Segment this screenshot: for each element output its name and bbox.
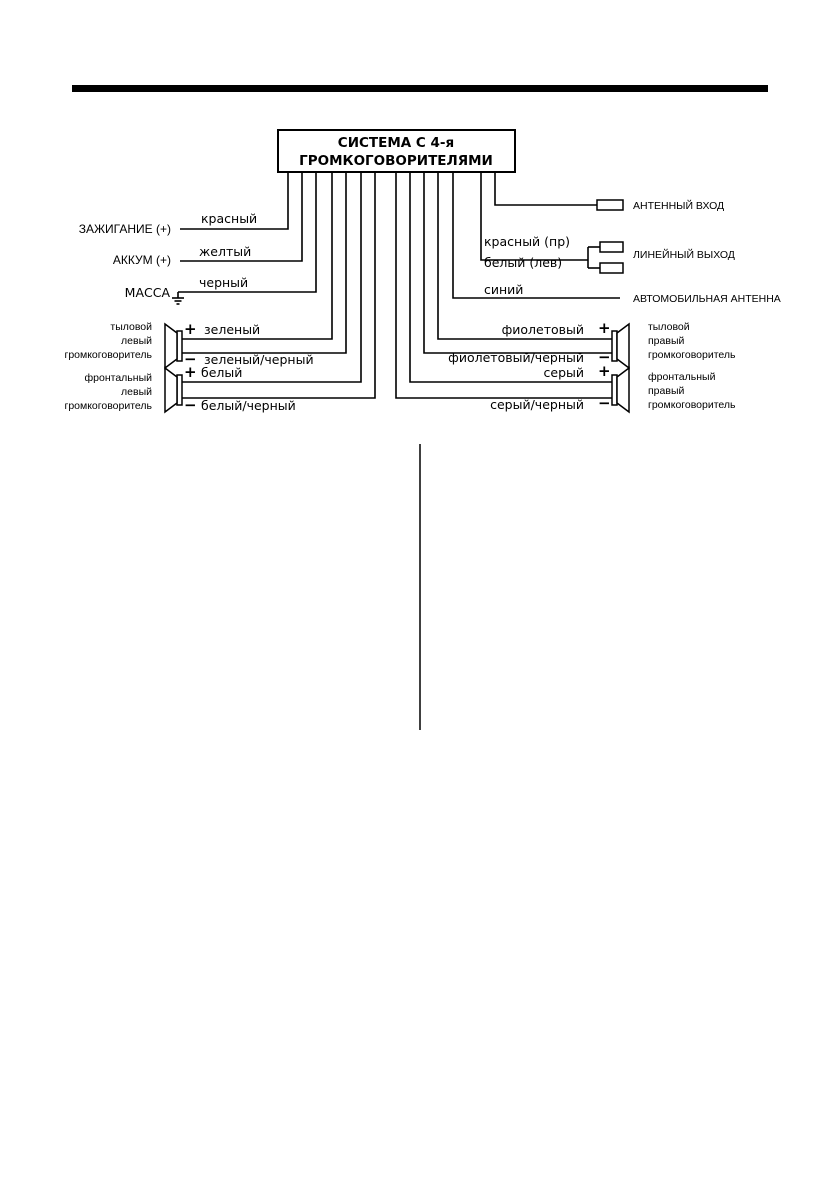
svg-text:тыловой: тыловой bbox=[648, 321, 690, 333]
rear-left-speaker-icon bbox=[164, 322, 183, 370]
front-right-minus-wire: серый/черный bbox=[490, 397, 584, 412]
antenna-input-label: АНТЕННЫЙ ВХОД bbox=[633, 199, 724, 212]
top-rule bbox=[72, 85, 768, 92]
rear-right-plus-wire: фиолетовый bbox=[502, 322, 584, 337]
head-unit-title-2: ГРОМКОГОВОРИТЕЛЯМИ bbox=[299, 153, 493, 169]
rear-right-speaker-label: тыловой правый громкоговоритель bbox=[648, 321, 736, 361]
front-left-speaker-icon bbox=[164, 366, 183, 414]
svg-text:громкоговоритель: громкоговоритель bbox=[648, 399, 736, 411]
line-out-right-wire: красный (пр) bbox=[484, 234, 570, 249]
svg-text:правый: правый bbox=[648, 385, 684, 397]
svg-text:фронтальный: фронтальный bbox=[85, 372, 153, 384]
rear-left-minus-sign: − bbox=[184, 350, 197, 368]
rear-right-minus-sign: − bbox=[598, 348, 611, 366]
svg-text:громкоговоритель: громкоговоритель bbox=[64, 400, 152, 412]
right-wires bbox=[395, 172, 620, 399]
line-out-left-wire: белый (лев) bbox=[484, 255, 562, 270]
front-left-plus-sign: + bbox=[184, 363, 197, 381]
front-right-speaker-label: фронтальный правый громкоговоритель bbox=[648, 371, 736, 411]
rear-left-plus-sign: + bbox=[184, 320, 197, 338]
auto-antenna-wire: синий bbox=[484, 282, 523, 297]
svg-text:левый: левый bbox=[121, 335, 152, 347]
rear-right-minus-wire: фиолетовый/черный bbox=[448, 350, 584, 365]
rear-left-speaker-label: тыловой левый громкоговоритель bbox=[64, 321, 152, 361]
battery-label: АККУМ (+) bbox=[113, 253, 171, 267]
ground-label: МАССА bbox=[125, 285, 171, 300]
antenna-input-connector bbox=[596, 199, 624, 211]
front-left-plus-wire: белый bbox=[201, 365, 242, 380]
line-out-label: ЛИНЕЙНЫЙ ВЫХОД bbox=[633, 248, 735, 261]
front-right-minus-sign: − bbox=[598, 394, 611, 412]
front-left-speaker-label: фронтальный левый громкоговоритель bbox=[64, 372, 152, 412]
svg-text:громкоговоритель: громкоговоритель bbox=[648, 349, 736, 361]
svg-text:громкоговоритель: громкоговоритель bbox=[64, 349, 152, 361]
rear-right-speaker-icon bbox=[611, 322, 630, 370]
ignition-wire-color: красный bbox=[201, 211, 257, 226]
line-out-connectors bbox=[587, 241, 624, 274]
battery-wire-color: желтый bbox=[199, 244, 251, 259]
auto-antenna-label: АВТОМОБИЛЬНАЯ АНТЕННА bbox=[633, 293, 781, 305]
rear-left-plus-wire: зеленый bbox=[204, 322, 260, 337]
left-wires bbox=[178, 172, 376, 399]
rear-right-plus-sign: + bbox=[598, 319, 611, 337]
front-left-minus-wire: белый/черный bbox=[201, 398, 296, 413]
front-right-speaker-icon bbox=[611, 366, 630, 414]
ground-wire-color: черный bbox=[199, 275, 248, 290]
ground-symbol bbox=[172, 292, 184, 305]
svg-text:левый: левый bbox=[121, 386, 152, 398]
svg-text:фронтальный: фронтальный bbox=[648, 371, 716, 383]
svg-text:правый: правый bbox=[648, 335, 684, 347]
front-left-minus-sign: − bbox=[184, 396, 197, 414]
front-right-plus-wire: серый bbox=[544, 365, 585, 380]
head-unit-box: СИСТЕМА С 4-я ГРОМКОГОВОРИТЕЛЯМИ bbox=[277, 129, 516, 173]
svg-text:тыловой: тыловой bbox=[110, 321, 152, 333]
rear-left-minus-wire: зеленый/черный bbox=[204, 352, 314, 367]
head-unit-title-1: СИСТЕМА С 4-я bbox=[338, 135, 454, 151]
ignition-label: ЗАЖИГАНИЕ (+) bbox=[79, 222, 171, 236]
front-right-plus-sign: + bbox=[598, 362, 611, 380]
